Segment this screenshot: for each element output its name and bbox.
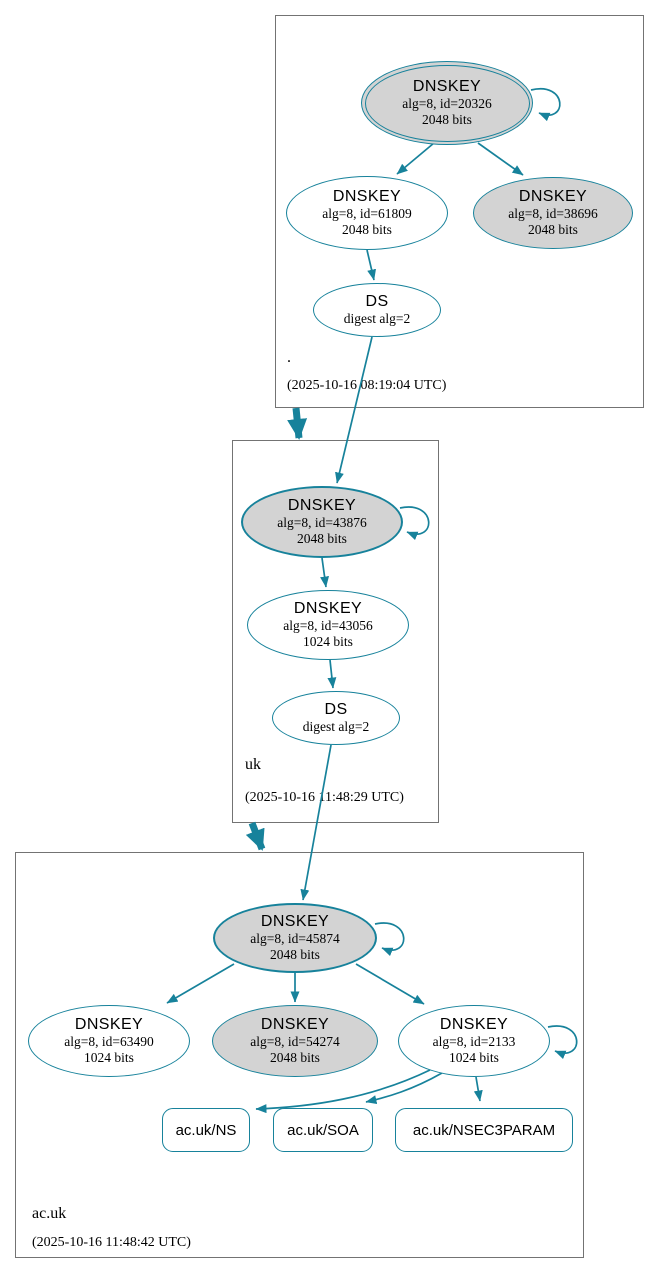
dnskey-title: DNSKEY xyxy=(260,1016,330,1033)
delegation-arrow-uk-to-acuk xyxy=(245,821,266,851)
dnskey-alg-id: alg=8, id=61809 xyxy=(322,206,412,221)
rrset-node-acuk-nsec3param[interactable]: ac.uk/NSEC3PARAM xyxy=(395,1108,573,1152)
zone-timestamp-uk: (2025-10-16 11:48:29 UTC) xyxy=(245,790,404,805)
dnskey-node-uk-zsk-43056[interactable]: DNSKEY alg=8, id=43056 1024 bits xyxy=(247,590,409,660)
dnskey-node-root-ksk-20326[interactable]: DNSKEY alg=8, id=20326 2048 bits xyxy=(361,61,533,145)
dnskey-node-acuk-ksk-45874[interactable]: DNSKEY alg=8, id=45874 2048 bits xyxy=(213,903,377,973)
dnskey-bits: 2048 bits xyxy=(297,531,347,546)
dnskey-title: DNSKEY xyxy=(439,1016,509,1033)
ds-node-root[interactable]: DS digest alg=2 xyxy=(313,283,441,337)
dnskey-alg-id: alg=8, id=63490 xyxy=(64,1034,154,1049)
zone-timestamp-root: (2025-10-16 08:19:04 UTC) xyxy=(287,378,447,393)
dnskey-title: DNSKEY xyxy=(74,1016,144,1033)
dnskey-node-acuk-zsk-63490[interactable]: DNSKEY alg=8, id=63490 1024 bits xyxy=(28,1005,190,1077)
zone-label-ac-uk: ac.uk xyxy=(32,1205,67,1222)
dnskey-node-root-zsk-61809[interactable]: DNSKEY alg=8, id=61809 2048 bits xyxy=(286,176,448,250)
dnskey-node-root-38696[interactable]: DNSKEY alg=8, id=38696 2048 bits xyxy=(473,177,633,249)
rrset-label: ac.uk/NSEC3PARAM xyxy=(412,1121,556,1139)
dnskey-title: DNSKEY xyxy=(260,913,330,930)
zone-label-root: . xyxy=(287,349,291,366)
zone-label-uk: uk xyxy=(245,756,261,773)
dnskey-title: DNSKEY xyxy=(332,188,402,205)
ds-title: DS xyxy=(324,701,348,718)
dnskey-node-acuk-2133[interactable]: DNSKEY alg=8, id=2133 1024 bits xyxy=(398,1005,550,1077)
rrset-node-acuk-ns[interactable]: ac.uk/NS xyxy=(162,1108,250,1152)
dnskey-bits: 2048 bits xyxy=(342,222,392,237)
dnskey-bits: 1024 bits xyxy=(303,634,353,649)
dnskey-bits: 2048 bits xyxy=(270,1050,320,1065)
ds-title: DS xyxy=(365,293,389,310)
ds-digest-alg: digest alg=2 xyxy=(302,719,370,734)
rrset-label: ac.uk/SOA xyxy=(287,1121,359,1139)
dnskey-title: DNSKEY xyxy=(293,600,363,617)
dnskey-bits: 2048 bits xyxy=(422,112,472,127)
dnskey-title: DNSKEY xyxy=(412,78,482,95)
dnskey-bits: 2048 bits xyxy=(270,947,320,962)
rrset-label: ac.uk/NS xyxy=(175,1121,237,1139)
dnskey-bits: 1024 bits xyxy=(449,1050,499,1065)
zone-timestamp-ac-uk: (2025-10-16 11:48:42 UTC) xyxy=(32,1235,191,1250)
dnskey-bits: 2048 bits xyxy=(528,222,578,237)
dnskey-alg-id: alg=8, id=2133 xyxy=(432,1034,516,1049)
dnskey-node-acuk-54274[interactable]: DNSKEY alg=8, id=54274 2048 bits xyxy=(212,1005,378,1077)
ds-digest-alg: digest alg=2 xyxy=(343,311,411,326)
dnskey-title: DNSKEY xyxy=(518,188,588,205)
dnskey-alg-id: alg=8, id=38696 xyxy=(508,206,598,221)
dnskey-alg-id: alg=8, id=20326 xyxy=(402,96,492,111)
dnskey-alg-id: alg=8, id=45874 xyxy=(250,931,340,946)
delegation-arrow-root-to-uk xyxy=(287,407,308,440)
dnskey-alg-id: alg=8, id=43056 xyxy=(283,618,373,633)
dnskey-alg-id: alg=8, id=54274 xyxy=(250,1034,340,1049)
dnskey-title: DNSKEY xyxy=(287,497,357,514)
dnskey-bits: 1024 bits xyxy=(84,1050,134,1065)
rrset-node-acuk-soa[interactable]: ac.uk/SOA xyxy=(273,1108,373,1152)
dnskey-node-uk-ksk-43876[interactable]: DNSKEY alg=8, id=43876 2048 bits xyxy=(241,486,403,558)
ds-node-uk[interactable]: DS digest alg=2 xyxy=(272,691,400,745)
dnskey-alg-id: alg=8, id=43876 xyxy=(277,515,367,530)
